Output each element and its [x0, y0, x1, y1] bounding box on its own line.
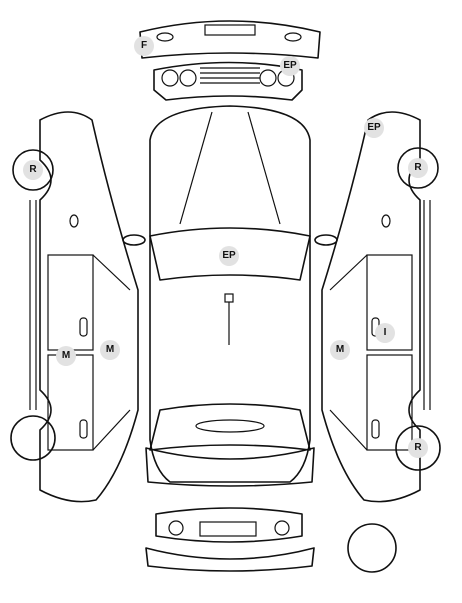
- marker-front-grille[interactable]: EP: [280, 56, 300, 76]
- rear-bumper-shape[interactable]: [145, 447, 315, 572]
- front-grille-shape[interactable]: [153, 61, 303, 101]
- marker-right-rear-wheel[interactable]: R: [408, 438, 428, 458]
- marker-front-bumper[interactable]: F: [134, 36, 154, 56]
- marker-right-fender-top[interactable]: EP: [364, 118, 384, 138]
- marker-left-door-lower[interactable]: M: [56, 346, 76, 366]
- spare-tire[interactable]: [347, 523, 397, 573]
- front-bumper-shape[interactable]: [139, 20, 321, 59]
- marker-left-front-wheel[interactable]: R: [23, 160, 43, 180]
- right-side-body[interactable]: [321, 111, 441, 503]
- marker-left-door-upper[interactable]: M: [100, 340, 120, 360]
- car-body-top-view[interactable]: [122, 105, 338, 483]
- marker-right-front-wheel[interactable]: R: [408, 158, 428, 178]
- marker-hood[interactable]: EP: [219, 246, 239, 266]
- marker-right-door[interactable]: M: [330, 340, 350, 360]
- marker-right-handle[interactable]: I: [375, 323, 395, 343]
